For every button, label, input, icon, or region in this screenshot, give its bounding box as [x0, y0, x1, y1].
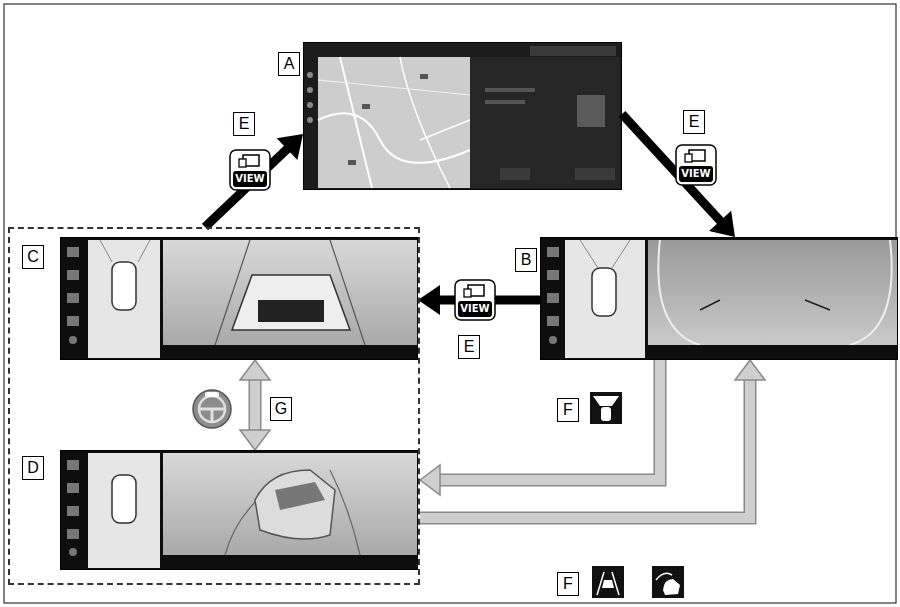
- camera-view-icon: [592, 566, 624, 598]
- screen-panel: A: [303, 42, 622, 190]
- callout-letter: E: [458, 335, 480, 359]
- callout-letter: F: [557, 398, 579, 422]
- callout-letter: E: [683, 110, 705, 134]
- switch-arrow: [420, 360, 660, 495]
- camera-view-icon: [652, 566, 684, 598]
- callout-letter: G: [270, 397, 292, 421]
- button-text: VIEW: [233, 171, 267, 187]
- panel-letter: A: [278, 52, 300, 76]
- view-button: [676, 145, 716, 185]
- callout-letter: F: [557, 572, 579, 596]
- camera-view-icon: [590, 392, 622, 424]
- panel-letter: B: [515, 248, 537, 272]
- screen-panel: C: [60, 237, 418, 360]
- steering-switch-icon: [193, 390, 231, 428]
- screen-panel: D: [60, 450, 418, 570]
- button-text: VIEW: [679, 166, 713, 182]
- view-arrow: [205, 134, 303, 227]
- switch-arrow: [240, 360, 270, 450]
- panel-letter: C: [22, 245, 44, 269]
- switch-arrow: [420, 360, 765, 518]
- screen-panel: B: [540, 237, 898, 360]
- panel-letter: D: [22, 456, 44, 480]
- view-button: [455, 280, 495, 320]
- view-arrow: [622, 114, 735, 237]
- callout-letter: E: [233, 112, 255, 136]
- view-button: [230, 150, 270, 190]
- button-text: VIEW: [458, 301, 492, 317]
